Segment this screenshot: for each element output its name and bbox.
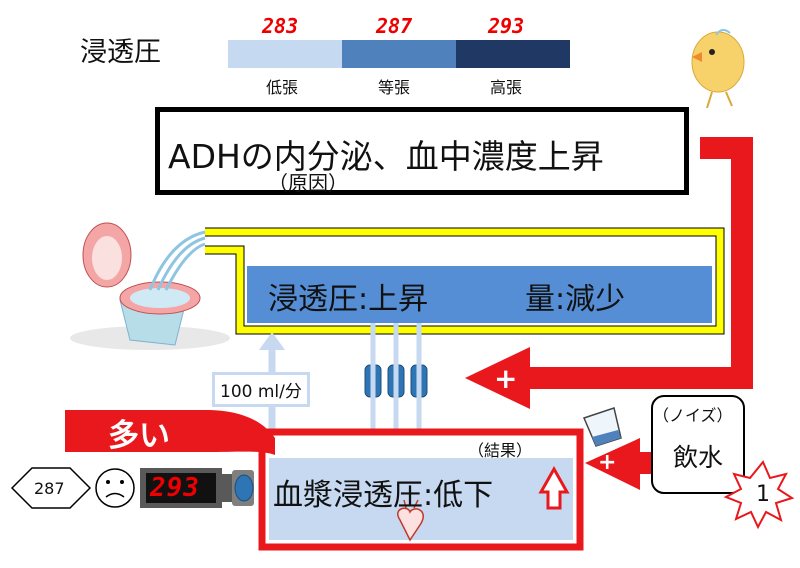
osmolality-scale-bar [228, 40, 570, 68]
plasma-osmolality-text: 血漿浸透圧:低下 [273, 478, 494, 513]
noise-drink-label: 飲水 [673, 443, 724, 472]
noise-number: 1 [756, 482, 770, 507]
result-label: （結果） [468, 441, 533, 460]
sad-face-icon [95, 468, 135, 508]
meter-display-value: 293 [150, 473, 200, 503]
tubule-outline [205, 228, 724, 334]
scale-label-hypotonic: 低張 [266, 78, 299, 97]
cup-image [582, 407, 622, 447]
flow-rate-label: 100 ml/分 [212, 372, 310, 407]
noise-arrow [585, 438, 652, 490]
many-label: 多い [108, 418, 170, 454]
scale-label-hypertonic: 高張 [490, 78, 523, 97]
plus-sign-feedback: + [494, 362, 518, 395]
scale-value-283: 283 [262, 14, 299, 38]
hex-badge-value: 287 [34, 479, 65, 498]
scale-segment-isotonic [342, 40, 456, 68]
scale-segment-hypertonic [456, 40, 570, 68]
scale-label-isotonic: 等張 [378, 78, 411, 97]
toilet-image [70, 222, 230, 350]
up-arrow [538, 465, 570, 510]
noise-paren-label: （ノイズ） [653, 406, 733, 425]
feedback-arrow-head [465, 347, 530, 409]
scale-segment-hypotonic [228, 40, 342, 68]
hex-badge [10, 467, 92, 509]
heart-image [397, 499, 424, 542]
tubule-volume-text: 量:減少 [525, 282, 626, 317]
feedback-arrow [520, 137, 753, 389]
many-arrow [65, 410, 275, 455]
cause-subtitle: （原因） [268, 171, 348, 195]
tubule-osmolality-text: 浸透圧:上昇 [268, 282, 429, 317]
scale-value-293: 293 [488, 14, 525, 38]
scale-value-287: 287 [376, 14, 413, 38]
cause-title: ADHの内分泌、血中濃度上昇 [168, 137, 604, 176]
tubule-band [247, 266, 712, 323]
noise-box [651, 395, 745, 494]
starburst [723, 460, 795, 530]
plus-sign-noise: + [598, 450, 617, 475]
chick-image [691, 29, 745, 109]
meter-device [140, 468, 254, 508]
scale-title: 浸透圧 [80, 37, 161, 68]
cause-box: ADHの内分泌、血中濃度上昇 （原因） [155, 107, 689, 195]
